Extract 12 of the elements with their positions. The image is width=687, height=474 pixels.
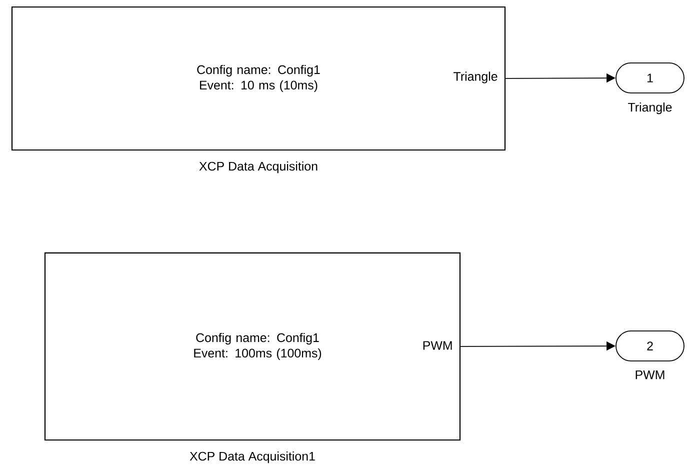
block-name: XCP Data Acquisition bbox=[199, 162, 318, 174]
port-name: Triangle bbox=[628, 102, 672, 114]
block-box bbox=[44, 252, 461, 441]
port-name: PWM bbox=[636, 370, 664, 380]
block-text: Config name: Config1 Event: 100ms (100ms) bbox=[194, 332, 322, 360]
outport-capsule: 2 bbox=[616, 330, 684, 362]
port-label: PWM bbox=[423, 341, 452, 350]
port-label: Triangle bbox=[454, 72, 498, 84]
block-name: XCP Data Acquisition1 bbox=[190, 452, 315, 464]
block-text: Config name: Config1 Event: 10 ms (10ms) bbox=[197, 64, 320, 92]
outport-capsule: 1 bbox=[616, 62, 684, 94]
block-box bbox=[11, 6, 506, 151]
